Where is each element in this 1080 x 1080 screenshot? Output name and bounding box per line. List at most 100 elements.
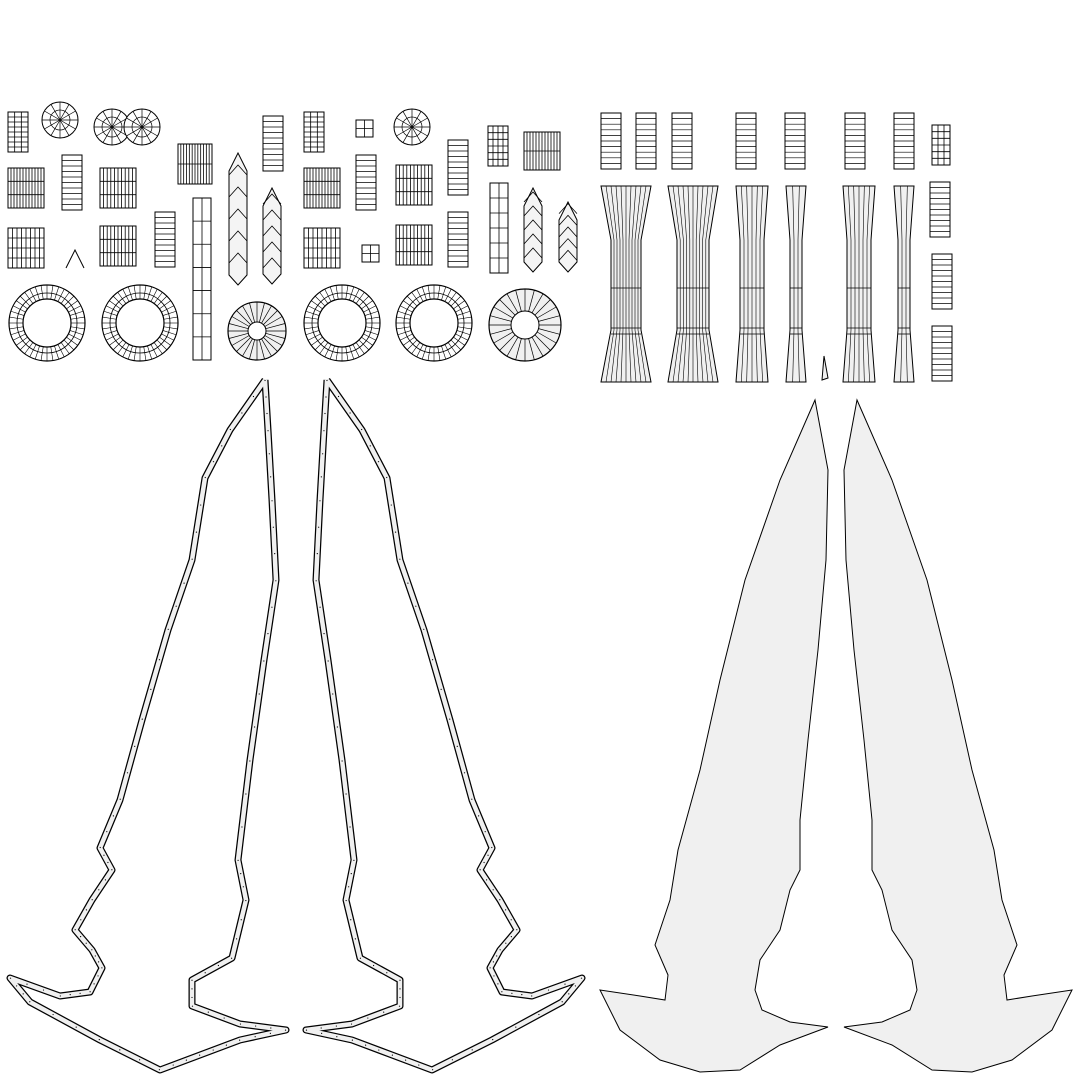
vertex [103, 854, 105, 856]
small-parts-group [7, 101, 953, 382]
edge-line [68, 305, 81, 313]
ring-island [101, 284, 179, 362]
edge-line [159, 336, 171, 346]
edge-line [746, 185, 749, 383]
strip-island [671, 112, 693, 170]
edge-line [515, 290, 522, 312]
edge-line [905, 185, 908, 383]
column-island [735, 185, 769, 383]
vertex [321, 1032, 323, 1034]
edge-line [111, 111, 122, 128]
arrow-island [228, 151, 248, 286]
vertex [510, 936, 512, 938]
edge-line [60, 342, 70, 354]
edge-line [111, 126, 128, 137]
vertex [407, 582, 409, 584]
column-island [842, 185, 876, 383]
vertex [195, 531, 198, 533]
edge-line [672, 185, 681, 383]
vertex [471, 798, 473, 800]
vertex [185, 1059, 187, 1061]
vertex [394, 531, 397, 533]
edge-line [9, 316, 24, 320]
vertex [496, 955, 498, 957]
vertex [74, 929, 76, 931]
island-outline [6, 377, 290, 1074]
vertex [336, 1036, 338, 1038]
vertex [501, 991, 503, 993]
edge-line [305, 330, 320, 336]
edge-line [396, 326, 411, 330]
fan-strip-island [931, 124, 951, 166]
vertex [249, 760, 251, 762]
vertex [252, 395, 255, 398]
vertex [499, 899, 501, 901]
vertex [119, 798, 121, 800]
edge-line [411, 111, 422, 128]
edge-line [265, 323, 286, 330]
vertex [141, 718, 143, 720]
vertex [386, 476, 388, 479]
vertex [491, 846, 493, 849]
edge-line [40, 285, 44, 300]
island-outline [785, 185, 807, 383]
edge-line [59, 104, 70, 121]
edge-line [263, 310, 278, 325]
edge-line [523, 233, 543, 245]
vertex [440, 688, 442, 691]
vertex [85, 909, 87, 911]
vertex [183, 582, 185, 584]
edge-line [364, 310, 379, 316]
edge-line [400, 305, 413, 313]
vertex [345, 793, 347, 795]
vertex [399, 979, 401, 981]
vertex [318, 526, 320, 528]
edge-line [396, 316, 411, 320]
vertex [463, 772, 466, 774]
edge-line [261, 305, 272, 324]
edge-line [355, 292, 365, 304]
edge-line [231, 335, 250, 346]
edge-line [444, 289, 452, 302]
edge-line [70, 326, 85, 330]
strip-island [600, 112, 622, 170]
vertex [341, 760, 343, 762]
vertex [91, 949, 93, 951]
uv-grid-island [7, 227, 45, 269]
edge-line [69, 310, 84, 316]
edge-line [411, 126, 428, 137]
vertex [16, 985, 18, 987]
edge-line [262, 209, 282, 221]
column-island [600, 185, 652, 383]
edge-line [329, 345, 335, 360]
vertex [97, 975, 99, 977]
edge-line [363, 305, 376, 313]
vertex [79, 992, 81, 994]
edge-line [319, 342, 329, 354]
edge-line [456, 310, 471, 316]
edge-line [44, 110, 61, 121]
edge-line [620, 185, 624, 383]
vertex [271, 606, 273, 608]
island-inner-outline [115, 298, 165, 348]
column-parts-group [600, 112, 915, 383]
vertex [98, 889, 100, 891]
vertex [158, 659, 161, 661]
vertex [111, 869, 113, 871]
edge-line [161, 333, 174, 341]
vertex [418, 1064, 420, 1066]
vertex [398, 1005, 401, 1007]
vertex [245, 899, 247, 902]
vertex [241, 826, 243, 828]
disc-island [488, 288, 562, 362]
edge-line [24, 292, 34, 304]
vertex [225, 1044, 227, 1046]
edge-line [162, 310, 177, 316]
vertex [365, 1044, 367, 1046]
vertex [564, 983, 566, 985]
edge-line [34, 286, 40, 301]
edge-line [236, 337, 251, 352]
uv-grid-island [489, 182, 509, 274]
edge-line [102, 316, 117, 320]
